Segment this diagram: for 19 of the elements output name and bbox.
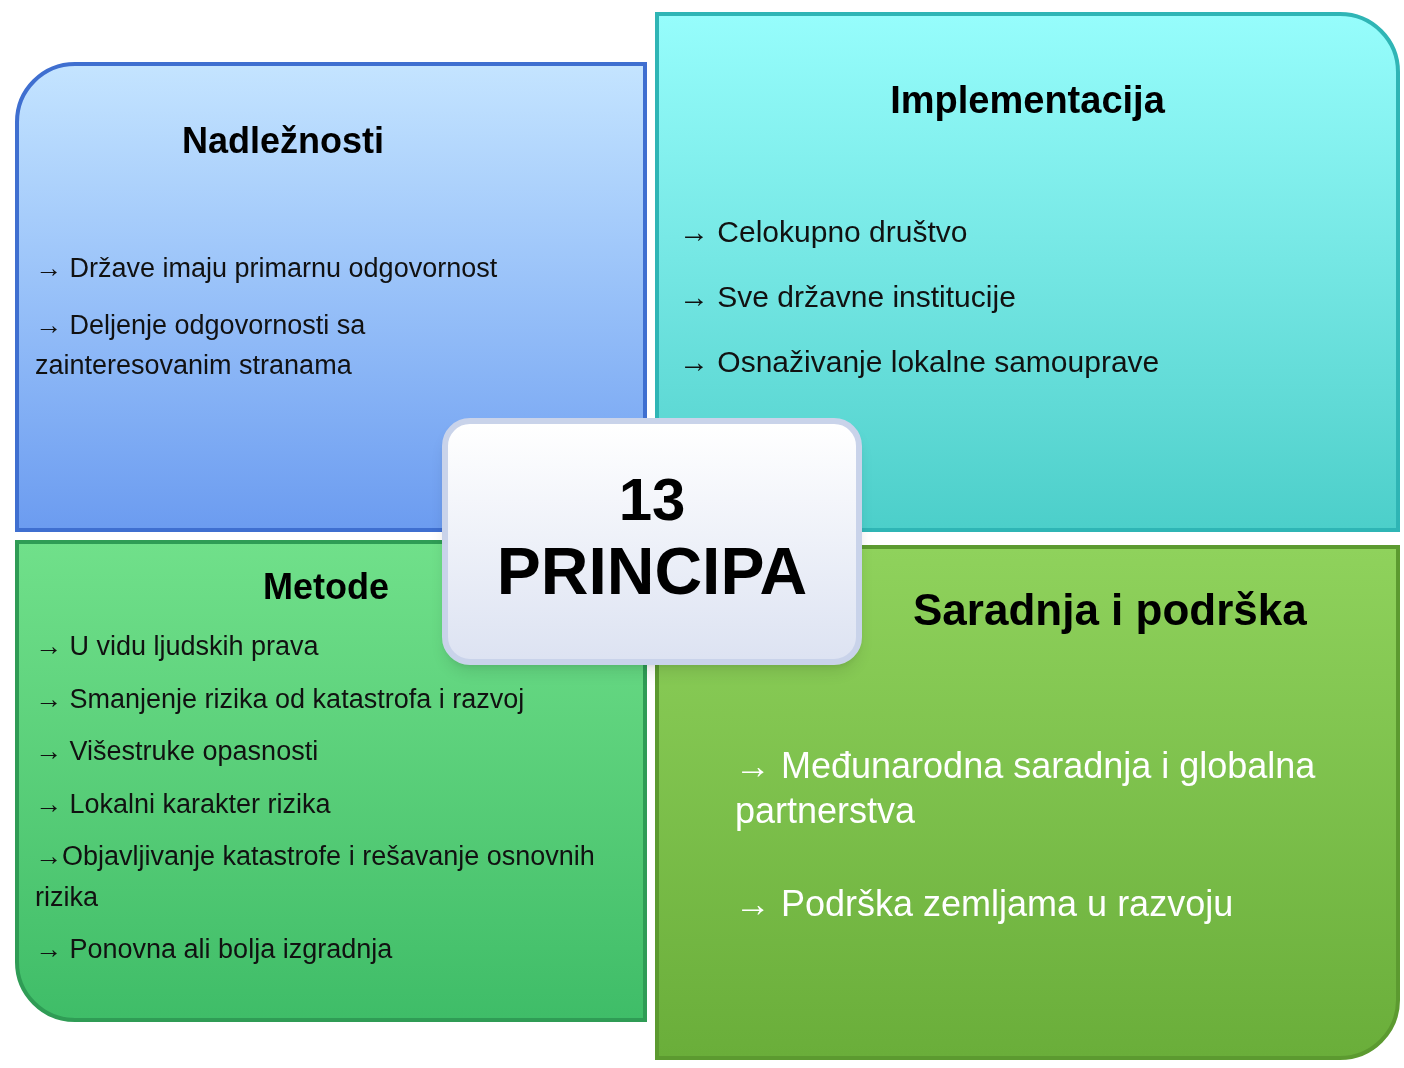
- panel-heading: Implementacija: [889, 78, 1166, 123]
- bullet-item: → U vidu ljudskih prava: [35, 630, 320, 663]
- bullet-item: → Podrška zemljama u razvoju: [735, 882, 1235, 926]
- bullet-item: → Međunarodna saradnja i globalna partnerstva: [735, 744, 1317, 833]
- bullet-item: → Sve državne institucije: [679, 279, 1017, 315]
- panel-heading: Saradnja i podrška: [912, 584, 1308, 636]
- bullet-item: →Objavljivanje katastrofe i rešavanje osnovnih rizika: [35, 840, 596, 914]
- bullet-item: → Osnaživanje lokalne samouprave: [679, 344, 1161, 380]
- bullet-item: → Smanjenje rizika od katastrofa i razvoj: [35, 682, 526, 716]
- bullet-item: → Ponovna ali bolja izgradnja: [35, 933, 394, 966]
- panel-heading: PRINCIPA: [496, 533, 808, 611]
- bullet-item: → Deljenje odgovornosti sa zainteresovanim stranama: [35, 308, 367, 382]
- center-card: [442, 418, 862, 665]
- bullet-item: → Celokupno društvo: [679, 214, 969, 250]
- panel-heading: 13: [618, 470, 686, 531]
- bullet-item: → Države imaju primarnu odgovornost: [35, 252, 499, 285]
- bullet-item: → Višestruke opasnosti: [35, 735, 320, 768]
- bullet-item: → Lokalni karakter rizika: [35, 787, 332, 821]
- panel-heading: Nadležnosti: [181, 119, 385, 163]
